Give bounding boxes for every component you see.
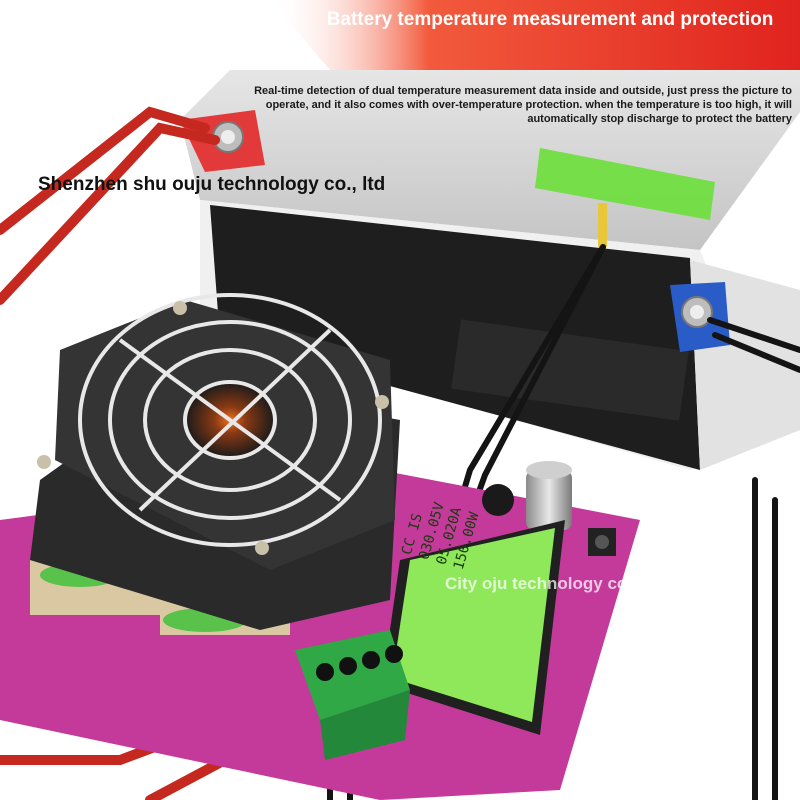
banner-background bbox=[270, 0, 800, 70]
company-name: Shenzhen shu ouju technology co., ltd bbox=[38, 174, 386, 195]
feature-description: Real-time detection of dual temperature … bbox=[254, 85, 792, 125]
banner-title: Battery temperature measurement and prot… bbox=[326, 9, 774, 30]
temperature-probe-icon bbox=[535, 148, 715, 247]
knob-icon bbox=[482, 461, 616, 556]
watermark: City oju technology co., ltd bbox=[445, 574, 663, 593]
negative-terminal bbox=[670, 282, 730, 352]
lcd-screen bbox=[382, 520, 565, 735]
fan-icon bbox=[30, 293, 400, 630]
connector-icon bbox=[295, 630, 410, 760]
